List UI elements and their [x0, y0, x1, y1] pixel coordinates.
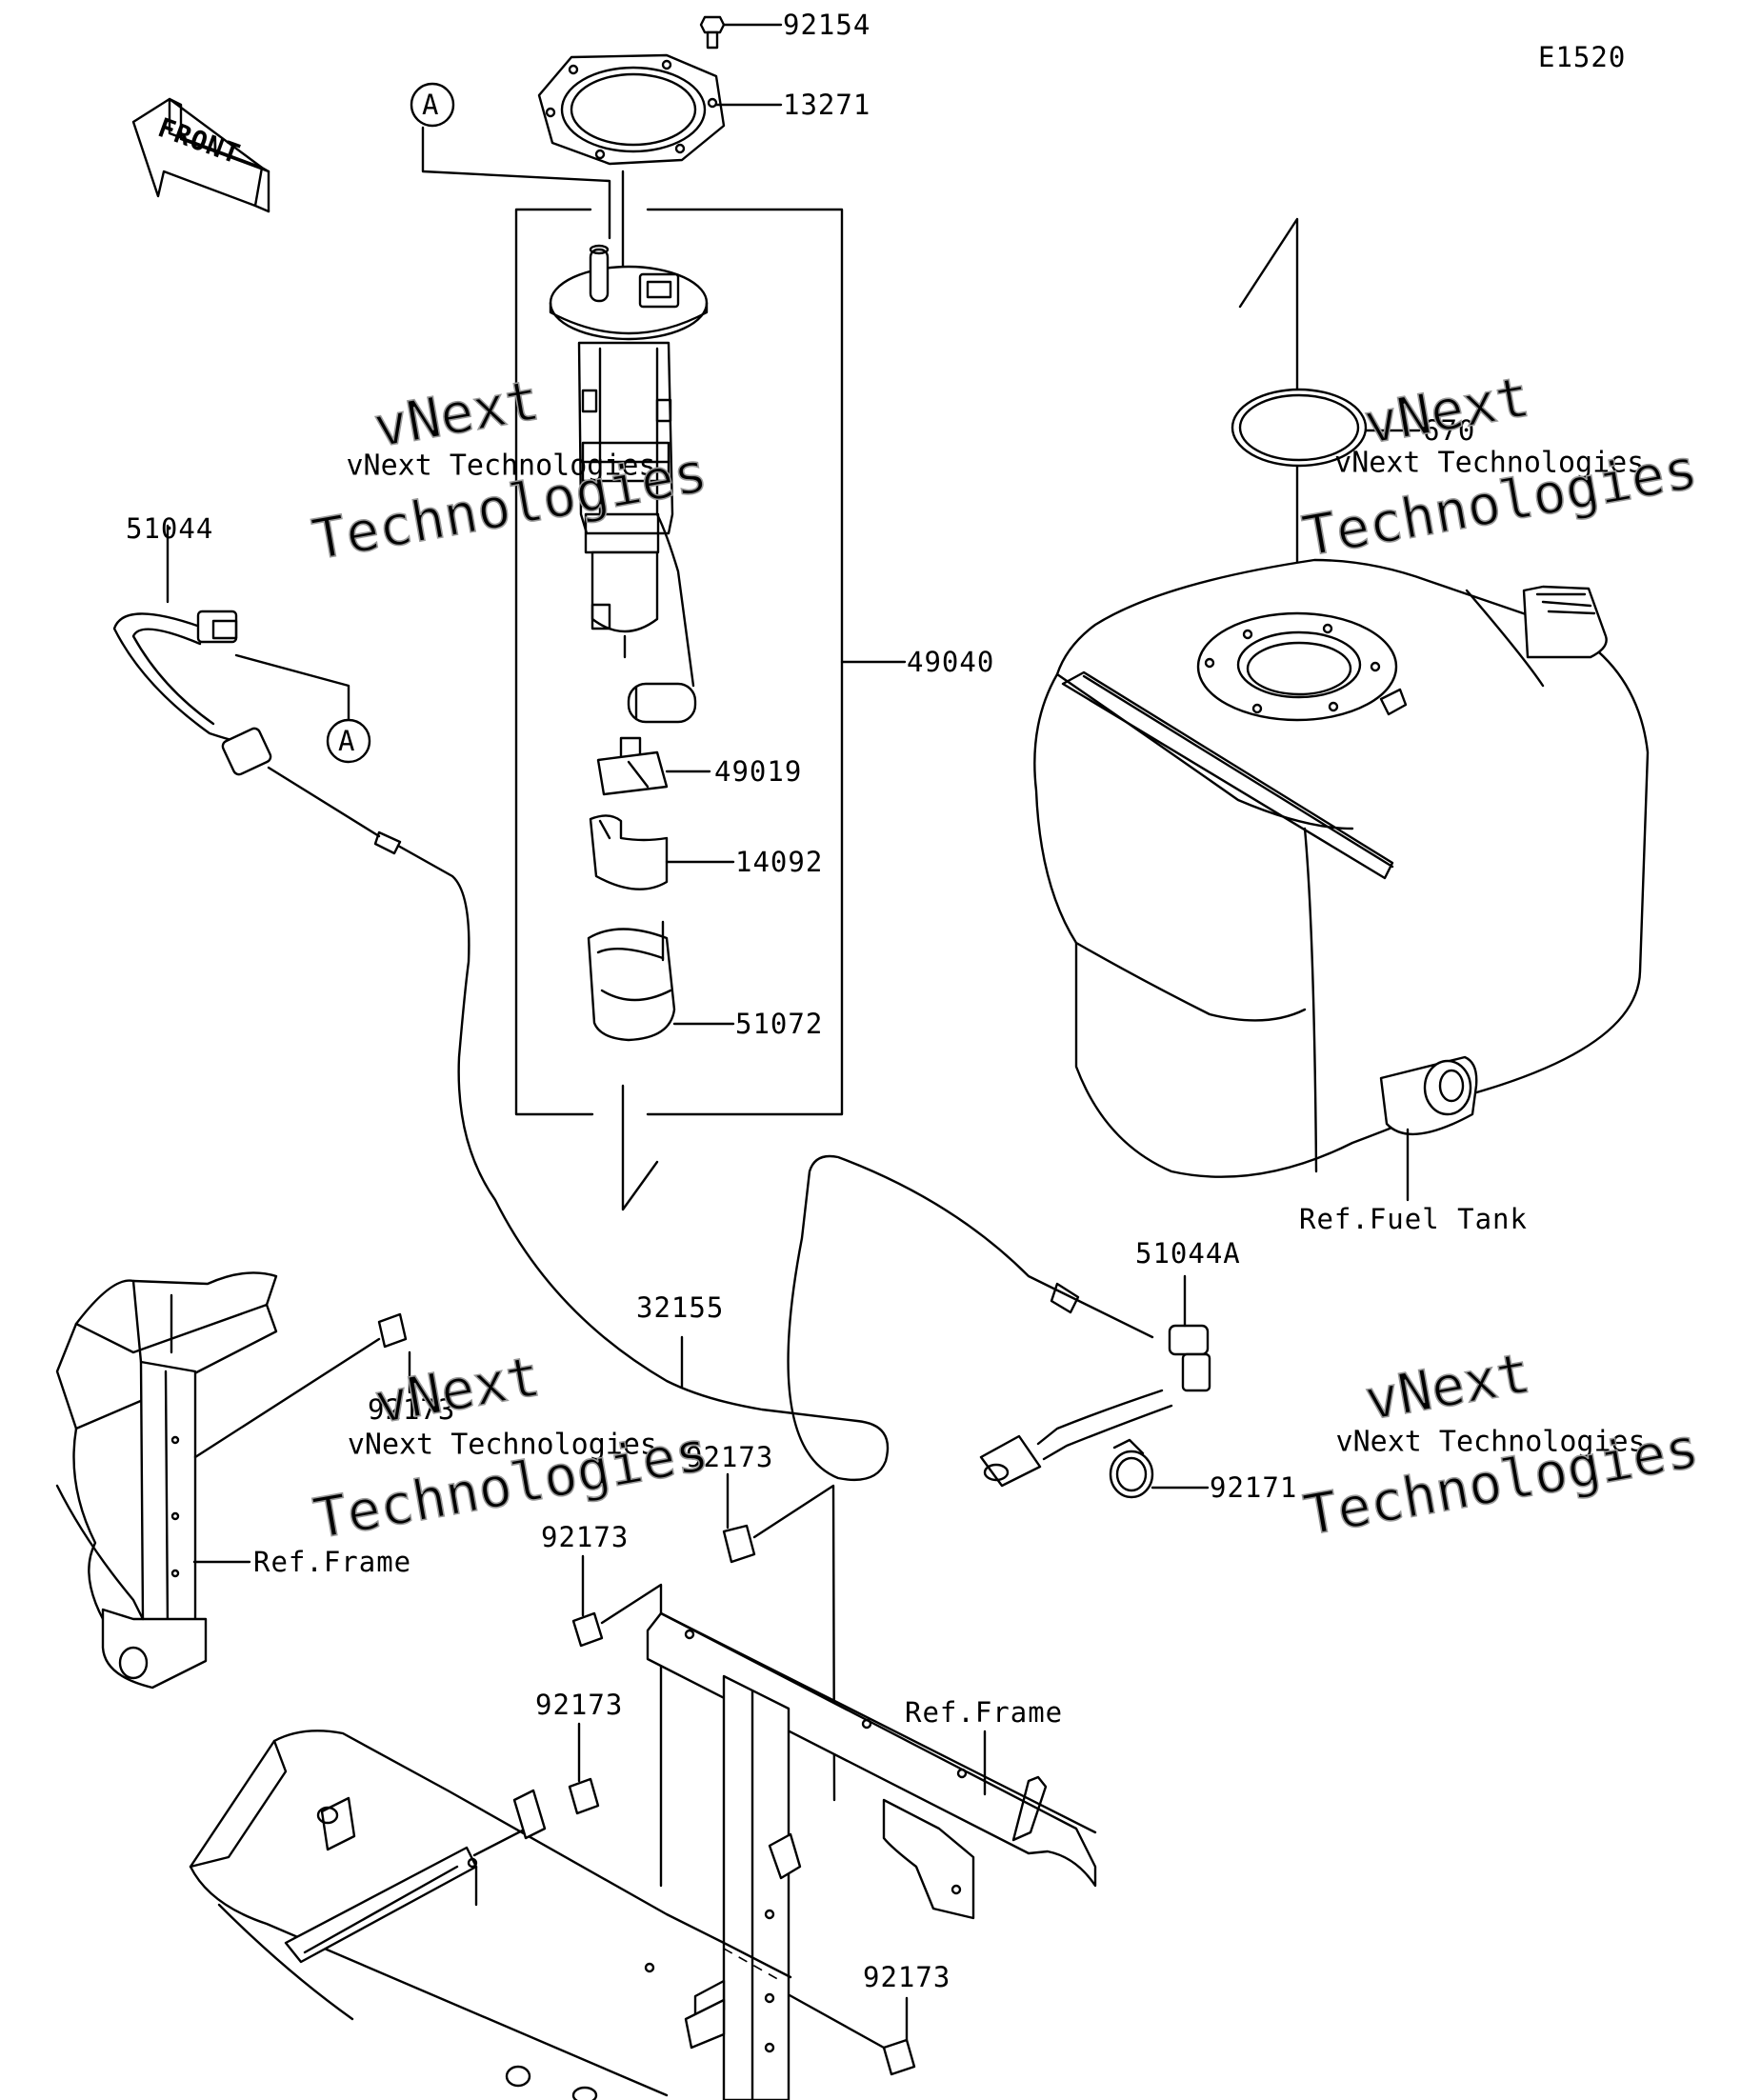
label-band: 14092	[735, 846, 823, 878]
svg-text:vNext: vNext	[1360, 1340, 1535, 1432]
clip-1	[377, 1312, 411, 1394]
frame-lower	[189, 1611, 1097, 2100]
label-bolt: 92154	[783, 9, 870, 41]
hose-rear-part	[979, 1274, 1211, 1488]
label-clamp: 92171	[1210, 1471, 1297, 1504]
cover-part	[587, 920, 735, 1042]
clamp-part	[1109, 1438, 1210, 1499]
bolt-part	[699, 15, 783, 50]
label-hose-front: 51044	[126, 512, 213, 545]
svg-text:vNext Technologies: vNext Technologies	[348, 1428, 657, 1461]
label-clip-1: 92173	[368, 1393, 455, 1426]
reference-a-left: A	[234, 653, 371, 764]
fuel-tank	[1033, 558, 1650, 1202]
label-clip-3: 92173	[541, 1521, 629, 1553]
label-clip-5: 92173	[863, 1961, 951, 1993]
label-hose-rear: 51044A	[1135, 1237, 1241, 1270]
gasket-part	[537, 53, 783, 166]
front-direction-arrow: FRONT	[131, 97, 270, 213]
reference-a-top: A	[410, 82, 611, 240]
svg-text:vNext: vNext	[370, 1344, 545, 1436]
svg-text:A: A	[338, 725, 355, 757]
clip-4	[472, 1722, 600, 1857]
label-gasket: 13271	[783, 89, 870, 121]
pump-assembly-bracket	[514, 170, 907, 1211]
svg-text:vNext Technologies: vNext Technologies	[1334, 446, 1644, 479]
label-clip-4: 92173	[535, 1689, 623, 1721]
label-o-ring: 670	[1423, 414, 1475, 447]
frame-left	[55, 1271, 381, 1690]
label-pump-assembly: 49040	[907, 646, 994, 678]
watermark-bottom-right: vNext vNext Technologies Technologies	[1298, 1339, 1704, 1549]
svg-text:vNext Technologies: vNext Technologies	[1336, 1425, 1646, 1458]
svg-text:vNext: vNext	[1359, 364, 1534, 456]
svg-text:A: A	[422, 89, 439, 121]
svg-text:vNext: vNext	[369, 368, 544, 460]
fuel-line-part	[267, 766, 1154, 1482]
clip-3	[571, 1554, 663, 1888]
fuel-pump	[549, 244, 709, 724]
watermark-bottom-left: vNext vNext Technologies Technologies	[309, 1343, 714, 1552]
label-fuel-line: 32155	[636, 1291, 724, 1324]
svg-text:vNext Technologies: vNext Technologies	[346, 450, 655, 483]
hose-front-part	[112, 524, 272, 776]
clip-2	[722, 1472, 836, 1802]
label-clip-2: 92173	[686, 1441, 773, 1473]
ref-frame-lower-label: Ref.Frame	[905, 1696, 1063, 1729]
ref-frame-left-label: Ref.Frame	[253, 1546, 411, 1578]
label-cover: 51072	[735, 1008, 823, 1040]
ref-fuel-tank-label: Ref.Fuel Tank	[1299, 1203, 1528, 1235]
band-part	[589, 814, 735, 890]
label-filter: 49019	[714, 755, 802, 788]
diagram-code: E1520	[1538, 41, 1626, 73]
clip-5	[779, 1989, 916, 2076]
watermark-top-right: vNext vNext Technologies Technologies	[1297, 363, 1703, 570]
filter-part	[596, 736, 711, 796]
